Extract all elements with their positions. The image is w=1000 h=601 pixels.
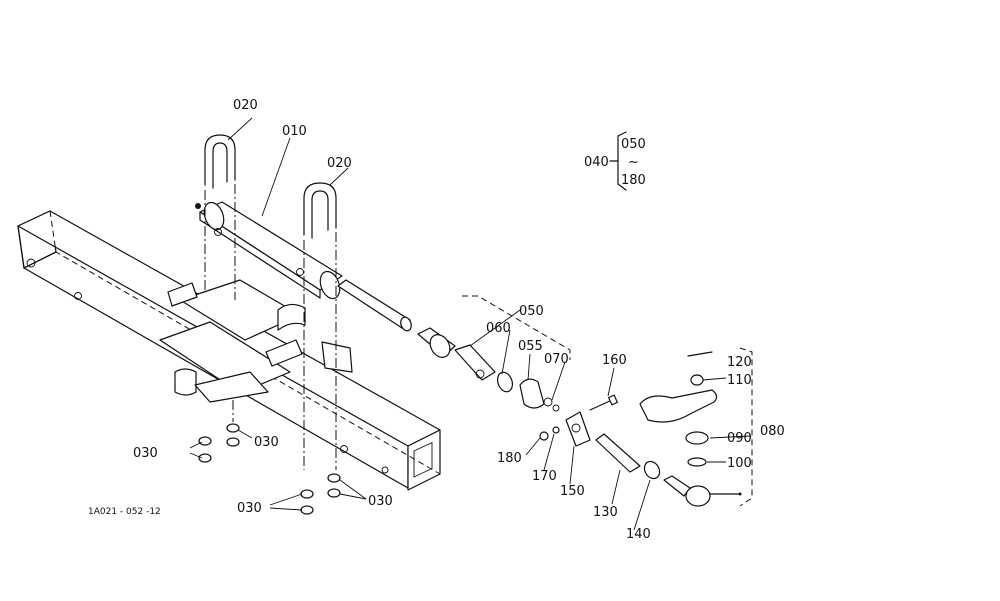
callout-labels: 020 010 020 030 030 030 030 040 050 ~ 18… <box>88 98 785 542</box>
label-110: 110 <box>727 373 752 388</box>
label-140: 140 <box>626 527 651 542</box>
nuts-030 <box>198 400 341 515</box>
label-020: 020 <box>233 98 258 113</box>
u-bolt-left <box>204 134 236 300</box>
label-100: 100 <box>727 456 752 471</box>
drawing-code: 1A021 - 052 -12 <box>88 507 161 517</box>
label-170: 170 <box>532 469 557 484</box>
label-055: 055 <box>518 339 543 354</box>
bracket-040 <box>609 131 627 191</box>
label-130: 130 <box>593 505 618 520</box>
label-030: 030 <box>368 494 393 509</box>
label-150: 150 <box>560 484 585 499</box>
label-040: 040 <box>584 155 609 170</box>
u-bolt-right <box>303 182 337 470</box>
label-050: 050 <box>519 304 544 319</box>
label-180: 180 <box>497 451 522 466</box>
label-030: 030 <box>133 446 158 461</box>
leader-lines <box>189 117 752 531</box>
label-010: 010 <box>282 124 307 139</box>
center-pivot-bracket <box>159 279 353 403</box>
label-120: 120 <box>727 355 752 370</box>
label-060: 060 <box>486 321 511 336</box>
label-160: 160 <box>602 353 627 368</box>
label-090: 090 <box>727 431 752 446</box>
label-020: 020 <box>327 156 352 171</box>
label-050: 050 <box>621 137 646 152</box>
label-080: 080 <box>760 424 785 439</box>
label-030: 030 <box>254 435 279 450</box>
tie-rod-assembly <box>462 295 753 507</box>
label-180: 180 <box>621 173 646 188</box>
label-030: 030 <box>237 501 262 516</box>
label-tilde: ~ <box>628 155 639 170</box>
label-070: 070 <box>544 352 569 367</box>
